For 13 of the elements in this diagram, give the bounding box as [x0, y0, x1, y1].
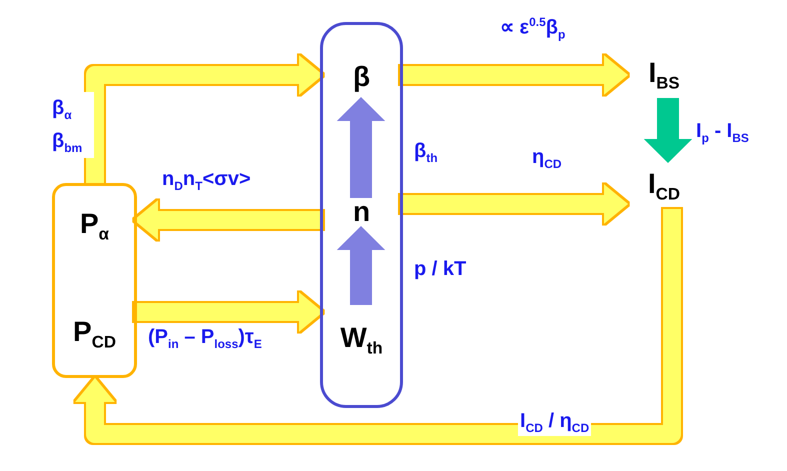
edge-label: I$_{p}$ - I$_{BS}$ — [694, 120, 751, 146]
frame-box — [52, 183, 137, 378]
edge-label: p / kT — [412, 258, 468, 281]
node-label: W$_{th}$ — [323, 305, 400, 375]
node-label: I$_{CD}$ — [628, 163, 700, 209]
edge-label: I$_{CD}$ / η$_{CD}$ — [518, 410, 592, 436]
node-label: I$_{BS}$ — [628, 52, 700, 98]
node-label: P$_{CD}$ — [55, 293, 134, 375]
edge-label: β$_{α}$ β$_{bm}$ — [50, 92, 94, 158]
node-label: n — [323, 198, 400, 226]
node-label: β — [323, 57, 400, 97]
node-label: P$_{α}$ — [55, 194, 134, 258]
frame-box — [320, 22, 403, 408]
